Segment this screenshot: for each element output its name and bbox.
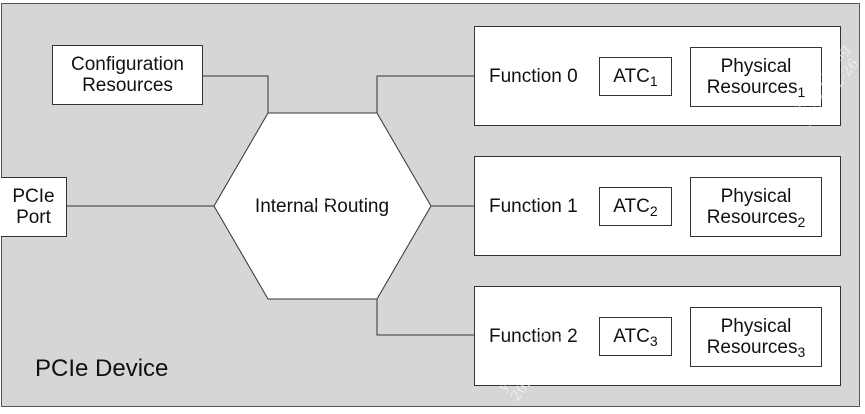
atc-3-box: ATC3	[599, 317, 672, 356]
physical-resources-2-box: Physical Resources2	[690, 177, 822, 237]
internal-routing-label: Internal Routing	[254, 196, 390, 217]
atc-2-box: ATC2	[599, 187, 672, 226]
physical-resources-3-line2: Resources	[706, 337, 798, 358]
configuration-resources-box: Configuration Resources	[52, 45, 203, 105]
physical-resources-1-line1: Physical	[720, 56, 792, 77]
pcie-port-box: PCIe Port	[1, 177, 67, 237]
port-line2: Port	[16, 207, 51, 228]
function-0-box: Function 0 ATC1 Physical Resources1	[474, 26, 841, 126]
function-1-box: Function 1 ATC2 Physical Resources2	[474, 156, 841, 256]
physical-resources-2-line2: Resources	[706, 207, 798, 228]
atc-3-label: ATC	[613, 326, 650, 347]
port-line1: PCIe	[12, 186, 55, 207]
atc-1-box: ATC1	[599, 57, 672, 96]
physical-resources-1-subscript: 1	[797, 84, 806, 100]
atc-2-label: ATC	[613, 196, 650, 217]
atc-1-label: ATC	[613, 66, 650, 87]
physical-resources-3-box: Physical Resources3	[690, 307, 822, 367]
pcie-device-label: PCIe Device	[35, 355, 169, 382]
physical-resources-2-subscript: 2	[797, 214, 806, 230]
config-line2: Resources	[82, 75, 173, 96]
physical-resources-3-subscript: 3	[797, 344, 806, 360]
physical-resources-3-line1: Physical	[720, 316, 792, 337]
atc-3-subscript: 3	[649, 333, 658, 349]
wire-config	[202, 75, 269, 113]
config-line1: Configuration	[70, 54, 185, 75]
atc-2-subscript: 2	[649, 203, 658, 219]
physical-resources-1-line2: Resources	[706, 77, 798, 98]
wire-function-0	[376, 75, 474, 113]
function-1-label: Function 1	[489, 196, 578, 217]
atc-1-subscript: 1	[649, 73, 658, 89]
physical-resources-1-box: Physical Resources1	[690, 47, 822, 107]
physical-resources-2-line1: Physical	[720, 186, 792, 207]
function-0-label: Function 0	[489, 66, 578, 87]
function-2-box: Function 2 ATC3 Physical Resources3	[474, 286, 841, 386]
wire-function-2	[376, 299, 474, 336]
function-2-label: Function 2	[489, 326, 578, 347]
